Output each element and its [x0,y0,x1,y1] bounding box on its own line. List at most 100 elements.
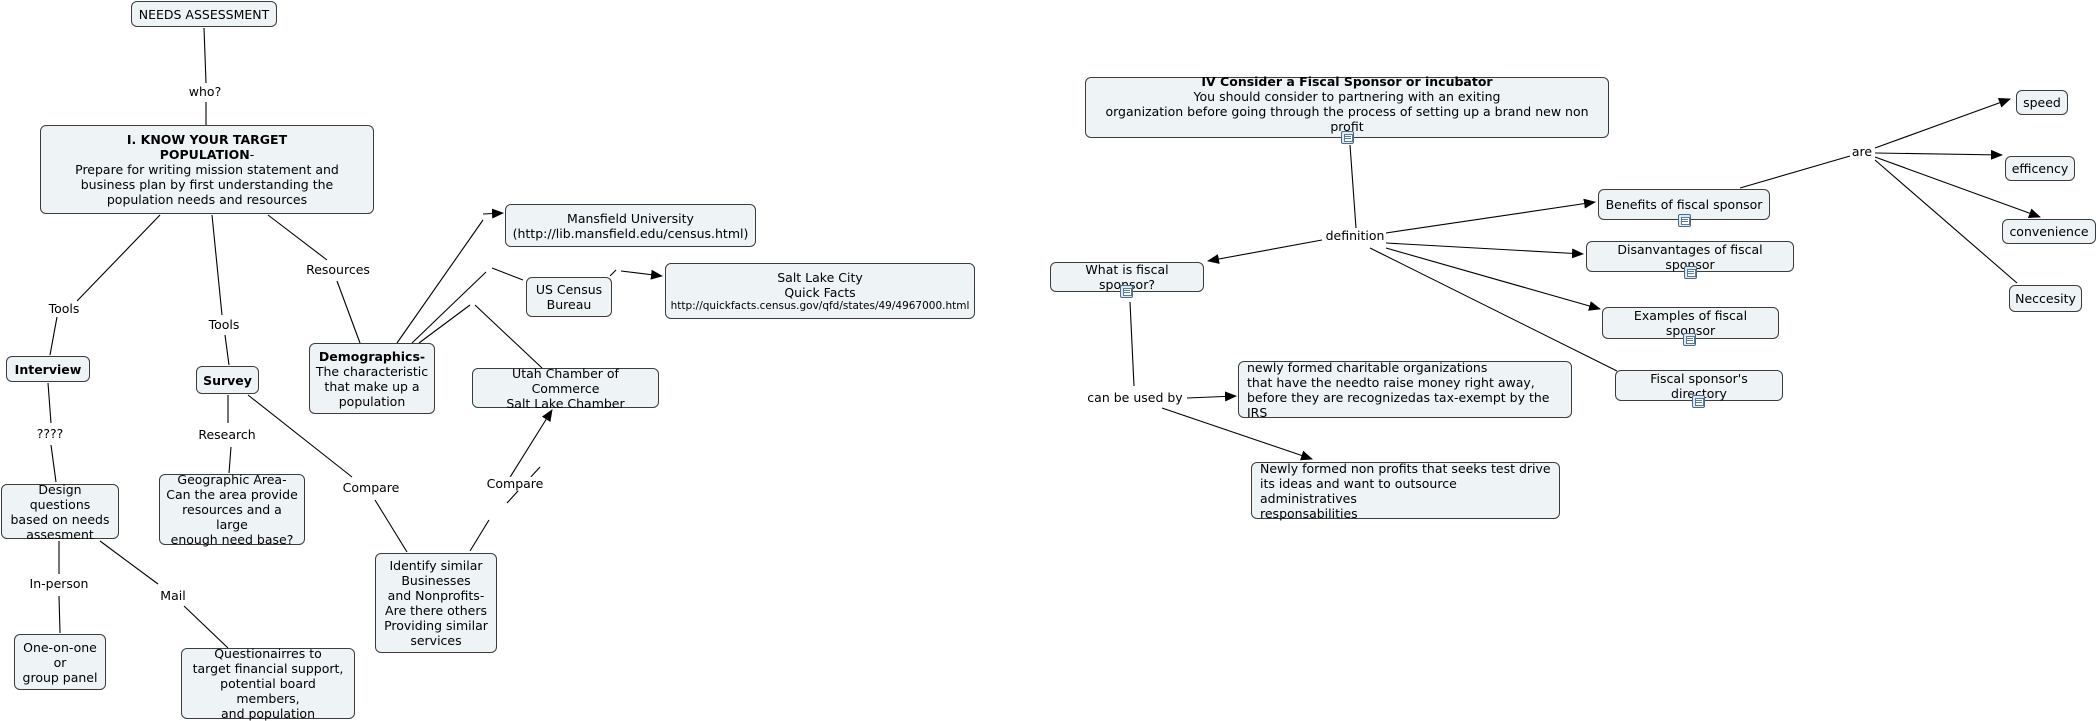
identify-similar-line-1: Identify similar [389,558,483,573]
disadvantages-node[interactable]: Disanvantages of fiscal sponsor [1586,241,1794,272]
us-census-node[interactable]: US Census Bureau [526,277,612,317]
design-questions-line-3: assesment [26,526,94,542]
document-icon[interactable] [1692,395,1705,408]
know-population-node[interactable]: I. KNOW YOUR TARGET POPULATION- Prepare … [40,125,374,214]
convenience-node[interactable]: convenience [2002,219,2096,244]
geographic-area-line-2: Can the area provide [166,487,298,502]
know-population-body-1: Prepare for writing mission statement an… [75,162,339,177]
in-person-link-label: In-person [28,575,90,592]
directory-label: Fiscal sponsor's directory [1650,370,1748,401]
mansfield-line-2: (http://lib.mansfield.edu/census.html) [512,225,749,241]
connector [609,269,617,277]
newly-formed-charitable-line-1: newly formed charitable organizations [1247,359,1488,375]
resources-link-label: Resources [305,261,371,278]
speed-node[interactable]: speed [2016,90,2068,115]
efficency-node[interactable]: efficency [2005,156,2075,181]
needs-assessment-label: NEEDS ASSESSMENT [138,6,270,22]
design-questions-node[interactable]: Design questions based on needs assesmen… [1,482,119,542]
utah-chamber-line-2: Salt Lake Chamber [506,395,625,411]
questionnaires-line-1: Questionairres to [214,646,322,661]
what-is-fiscal-sponsor-label: What is fiscal sponsor? [1085,262,1169,292]
survey-label: Survey [203,372,252,388]
connector [1161,407,1313,461]
connector [58,595,61,634]
geographic-area-line-4: enough need base? [170,532,294,547]
identify-similar-line-2: Businesses [401,573,471,588]
connector [1874,156,2041,218]
examples-label: Examples of fiscal sponsor [1633,308,1748,338]
know-population-body-3: population needs and resources [106,192,308,207]
connector [491,267,524,281]
connector [1369,247,1618,372]
salt-lake-city-node[interactable]: Salt Lake City Quick Facts http://quickf… [665,263,975,319]
connector [99,540,159,585]
connector [49,316,58,356]
connector [1207,239,1323,264]
connector [469,519,490,552]
questionnaires-node[interactable]: Questionairres to target financial suppo… [181,646,355,721]
newly-formed-nonprofits-node[interactable]: Newly formed non profits that seeks test… [1251,460,1560,521]
document-icon[interactable] [1120,285,1133,298]
mansfield-node[interactable]: Mansfield University (http://lib.mansfie… [505,204,756,247]
one-on-one-node[interactable]: One-on-one or group panel [14,634,106,690]
newly-formed-charitable-line-3: before they are recognizedas tax-exempt … [1247,389,1550,420]
connector [1385,198,1596,234]
fiscal-sponsor-node[interactable]: IV Consider a Fiscal Sponsor or incubato… [1085,73,1609,138]
questionnaires-line-2: target financial support, [192,661,344,676]
interview-node[interactable]: Interview [6,356,90,382]
utah-chamber-node[interactable]: Utah Chamber of Commerce Salt Lake Chamb… [472,366,659,411]
connector [1349,144,1357,229]
connector [1129,301,1135,387]
connector [418,304,471,344]
connector [228,446,232,474]
know-population-title: I. KNOW YOUR TARGET [126,132,288,147]
needs-assessment-node[interactable]: NEEDS ASSESSMENT [131,1,277,27]
neccesity-node[interactable]: Neccesity [2009,285,2082,312]
newly-formed-charitable-line-2: that have the needto raise money right a… [1247,374,1535,390]
identify-similar-line-6: services [410,633,462,648]
unknown-link-label: ???? [35,425,65,442]
newly-formed-charitable-node[interactable]: newly formed charitable organizations th… [1238,359,1572,420]
questionnaires-line-4: and population [220,706,315,721]
one-on-one-line-2: or [53,654,67,670]
neccesity-label: Neccesity [2015,291,2076,306]
us-census-line-2: Bureau [546,297,592,312]
mansfield-line-1: Mansfield University [567,210,694,226]
identify-similar-line-5: Providing similar [384,618,488,633]
newly-formed-nonprofits-line-1: Newly formed non profits that seeks test… [1260,460,1551,476]
document-icon[interactable] [1341,131,1354,144]
connector [267,214,328,261]
salt-lake-city-url[interactable]: http://quickfacts.census.gov/qfd/states/… [670,299,970,312]
one-on-one-line-3: group panel [22,669,98,685]
geographic-area-line-3: resources and a large [182,502,282,532]
connector [396,219,484,344]
survey-node[interactable]: Survey [196,366,259,394]
salt-lake-city-line-2: Quick Facts [784,284,856,300]
fiscal-sponsor-body-1: You should consider to partnering with a… [1193,88,1501,104]
identify-similar-node[interactable]: Identify similar Businesses and Nonprofi… [375,553,497,653]
connector [211,214,223,316]
definition-link-label: definition [1324,227,1386,244]
connector [336,280,361,344]
document-icon[interactable] [1678,214,1691,227]
demographics-node[interactable]: Demographics- The characteristic that ma… [309,343,435,414]
interview-label: Interview [14,361,82,377]
connector [620,269,663,280]
document-icon[interactable] [1684,266,1697,279]
connector [50,444,57,483]
connector [183,605,229,649]
connector [411,271,487,344]
connector [474,304,543,369]
connector [224,334,230,366]
benefits-label: Benefits of fiscal sponsor [1605,197,1763,212]
geographic-area-node[interactable]: Geographic Area- Can the area provide re… [159,472,305,547]
design-questions-line-2: based on needs [10,511,110,527]
connector [374,499,408,553]
are-link-label: are [1850,143,1874,160]
document-icon[interactable] [1683,333,1696,346]
identify-similar-line-4: Are there others [385,603,487,618]
compare-link-label: Compare [341,479,401,496]
fiscal-sponsor-body-2: organization before going through the pr… [1105,103,1589,134]
fiscal-sponsor-title: IV Consider a Fiscal Sponsor or incubato… [1201,73,1493,89]
newly-formed-nonprofits-line-2: its ideas and want to outsource administ… [1260,475,1457,506]
